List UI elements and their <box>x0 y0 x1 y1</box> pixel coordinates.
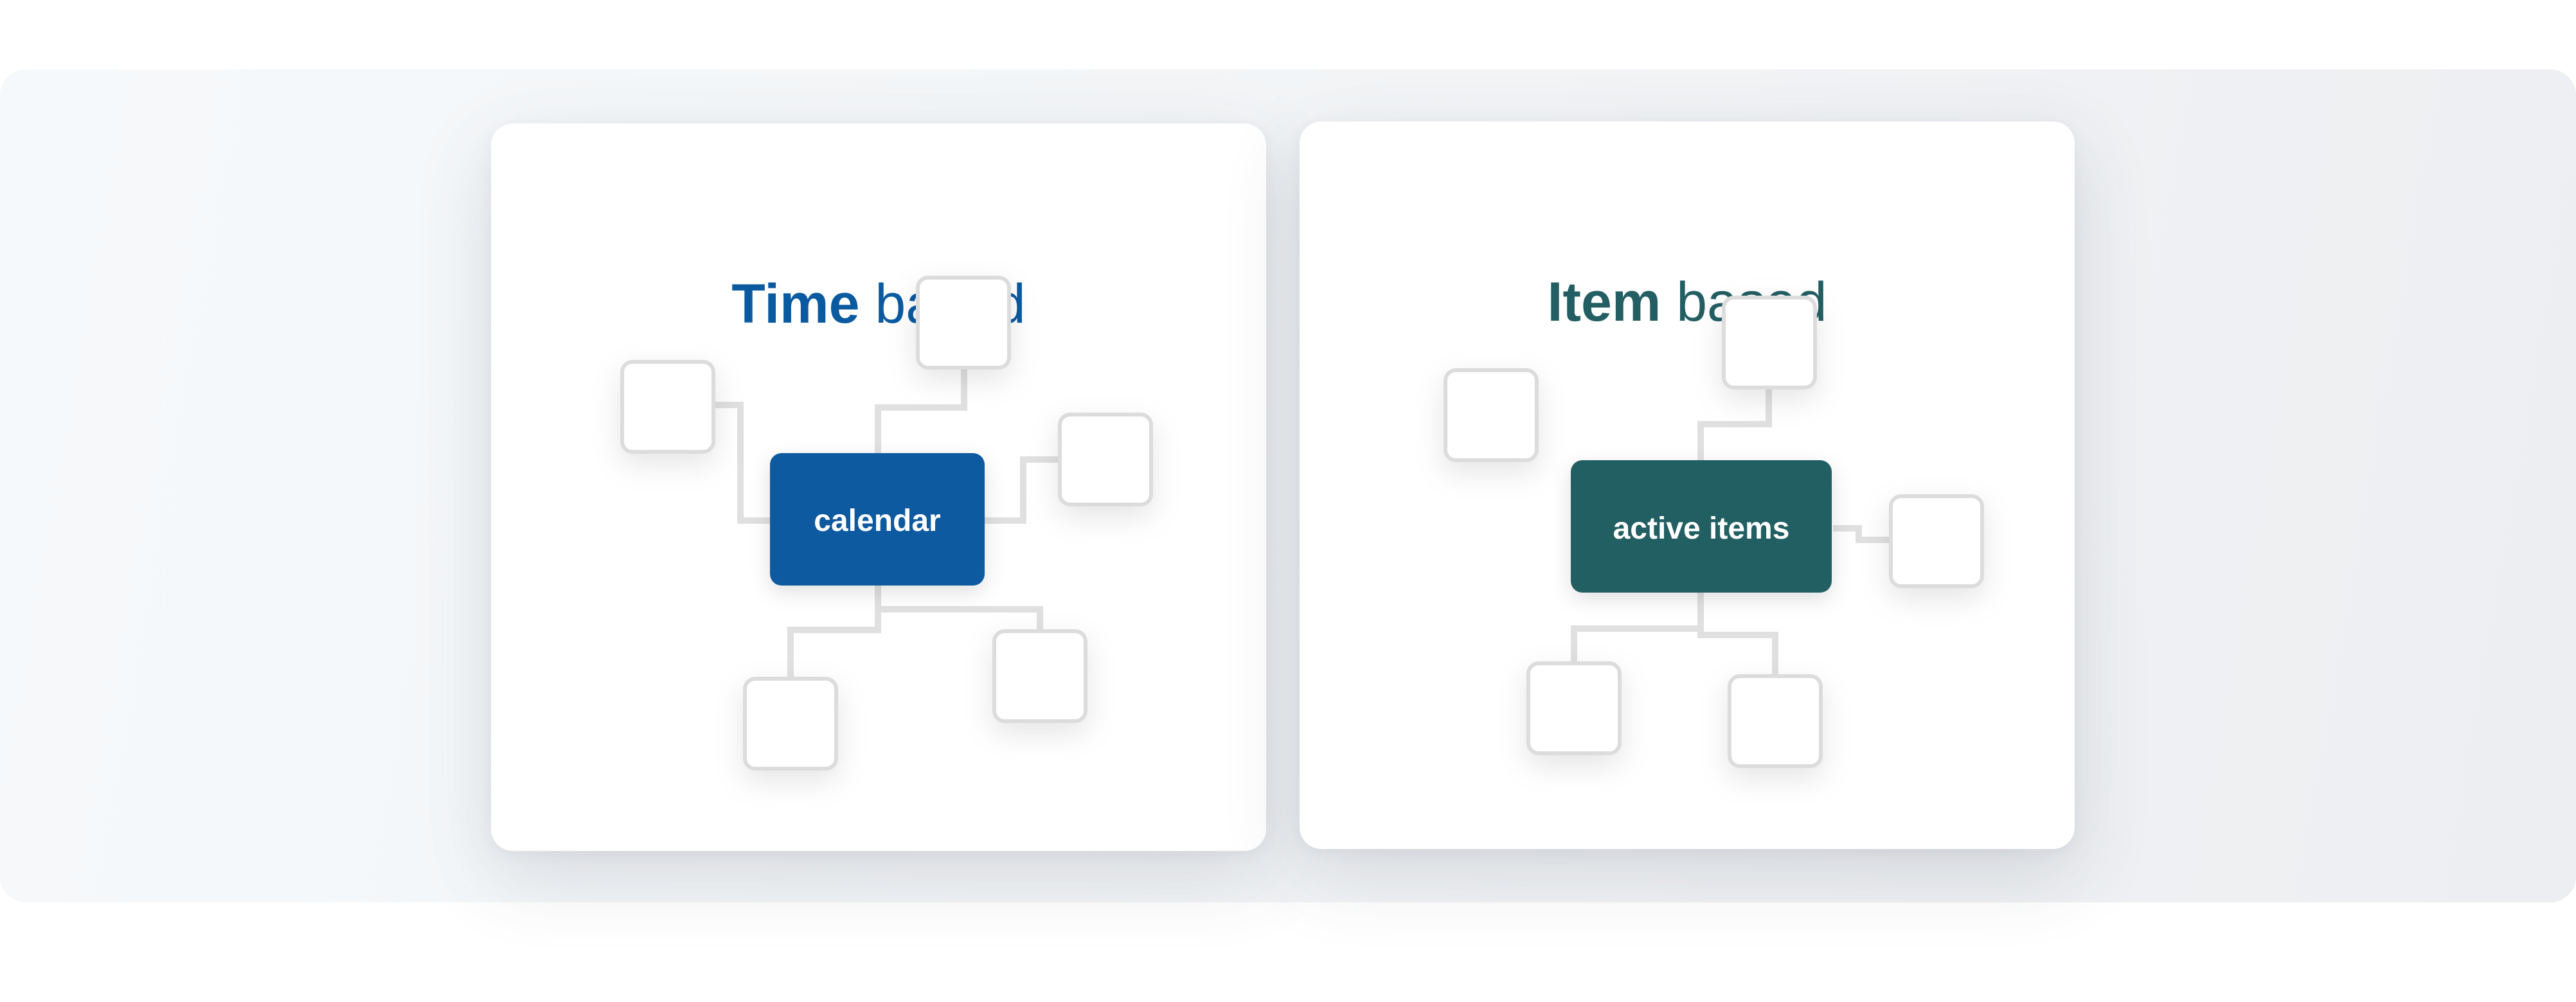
connector-line <box>787 585 881 679</box>
item-based-diagram: active items <box>1444 296 1984 768</box>
leaf-node <box>1058 413 1153 506</box>
leaf-node <box>1728 674 1823 768</box>
leaf-node <box>1889 494 1984 588</box>
connector-line <box>1697 629 1778 676</box>
leaf-node <box>1722 296 1817 389</box>
active-items-hub-label: active items <box>1613 512 1790 546</box>
calendar-hub-label: calendar <box>814 504 940 538</box>
connector-line <box>983 456 1060 524</box>
calendar-hub <box>770 453 985 586</box>
connector-line <box>1571 593 1704 663</box>
title-strong: Item <box>1547 271 1661 333</box>
leaf-node <box>1526 661 1622 755</box>
connector-line <box>875 368 967 453</box>
leaf-node <box>743 677 838 771</box>
time-based-diagram: calendar <box>620 276 1153 771</box>
active-items-hub <box>1571 460 1832 593</box>
leaf-node <box>620 360 715 454</box>
connector-line <box>1697 388 1772 460</box>
title-strong: Time <box>731 273 860 335</box>
leaf-node <box>992 629 1087 723</box>
connector-line <box>713 402 770 524</box>
connector-line <box>878 606 1043 631</box>
leaf-node <box>916 276 1011 370</box>
leaf-node <box>1444 368 1539 462</box>
connector-line <box>1833 525 1891 543</box>
background-band <box>0 69 2576 902</box>
